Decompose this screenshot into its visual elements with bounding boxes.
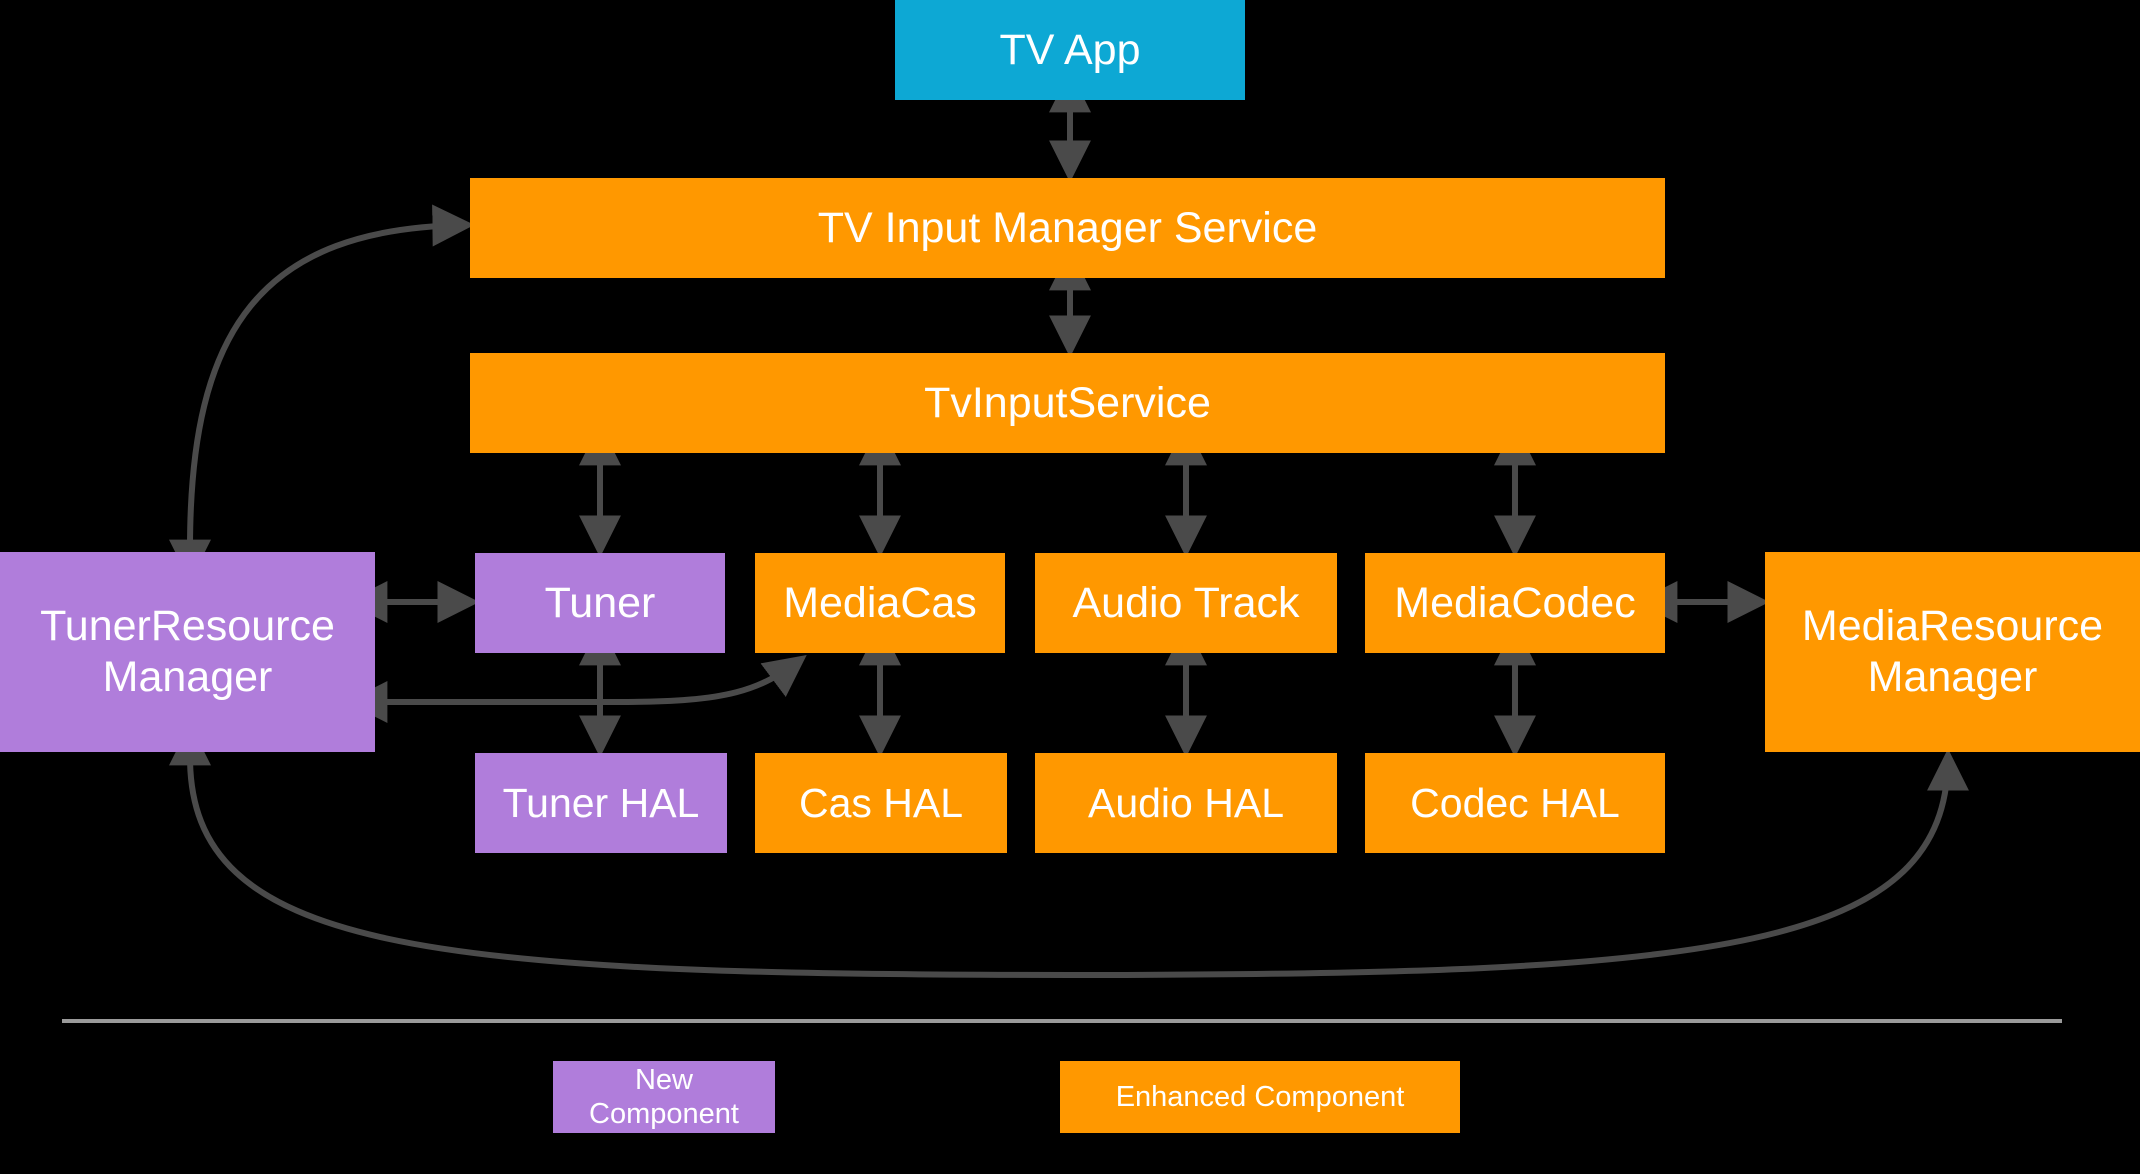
node-media-resource-manager-label: MediaResource Manager <box>1801 602 2104 701</box>
node-tv-input-service-label: TvInputService <box>924 378 1211 427</box>
node-cas-hal-label: Cas HAL <box>798 779 964 826</box>
node-tv-app[interactable]: TV App <box>895 0 1245 100</box>
node-audio-track[interactable]: Audio Track <box>1035 553 1337 653</box>
arrow-trm-tims-curve <box>169 204 475 582</box>
arrow-trm-mediacas-curve <box>345 654 807 723</box>
node-tv-input-manager-service-label: TV Input Manager Service <box>817 203 1318 252</box>
node-audio-hal-label: Audio HAL <box>1087 779 1284 826</box>
legend-new-component: New Component <box>553 1061 775 1133</box>
legend-enhanced-component-label: Enhanced Component <box>1115 1080 1405 1113</box>
node-tuner-hal[interactable]: Tuner HAL <box>475 753 727 853</box>
node-tuner-resource-manager-label: TunerResource Manager <box>40 602 335 701</box>
node-tv-input-service[interactable]: TvInputService <box>470 353 1665 453</box>
legend-enhanced-component: Enhanced Component <box>1060 1061 1460 1133</box>
node-media-cas[interactable]: MediaCas <box>755 553 1005 653</box>
node-cas-hal[interactable]: Cas HAL <box>755 753 1007 853</box>
legend-new-component-label: New Component <box>589 1063 739 1130</box>
node-tuner-resource-manager[interactable]: TunerResource Manager <box>0 552 375 752</box>
node-media-resource-manager[interactable]: MediaResource Manager <box>1765 552 2140 752</box>
node-tuner-label: Tuner <box>544 578 656 627</box>
node-tuner[interactable]: Tuner <box>475 553 725 653</box>
node-tv-input-manager-service[interactable]: TV Input Manager Service <box>470 178 1665 278</box>
node-media-cas-label: MediaCas <box>783 578 977 627</box>
node-media-codec-label: MediaCodec <box>1394 578 1636 627</box>
legend-divider <box>62 1019 2062 1023</box>
node-tv-app-label: TV App <box>999 25 1141 74</box>
node-audio-track-label: Audio Track <box>1072 578 1300 627</box>
node-codec-hal[interactable]: Codec HAL <box>1365 753 1665 853</box>
node-codec-hal-label: Codec HAL <box>1410 779 1620 826</box>
node-audio-hal[interactable]: Audio HAL <box>1035 753 1337 853</box>
node-media-codec[interactable]: MediaCodec <box>1365 553 1665 653</box>
node-tuner-hal-label: Tuner HAL <box>502 779 700 826</box>
